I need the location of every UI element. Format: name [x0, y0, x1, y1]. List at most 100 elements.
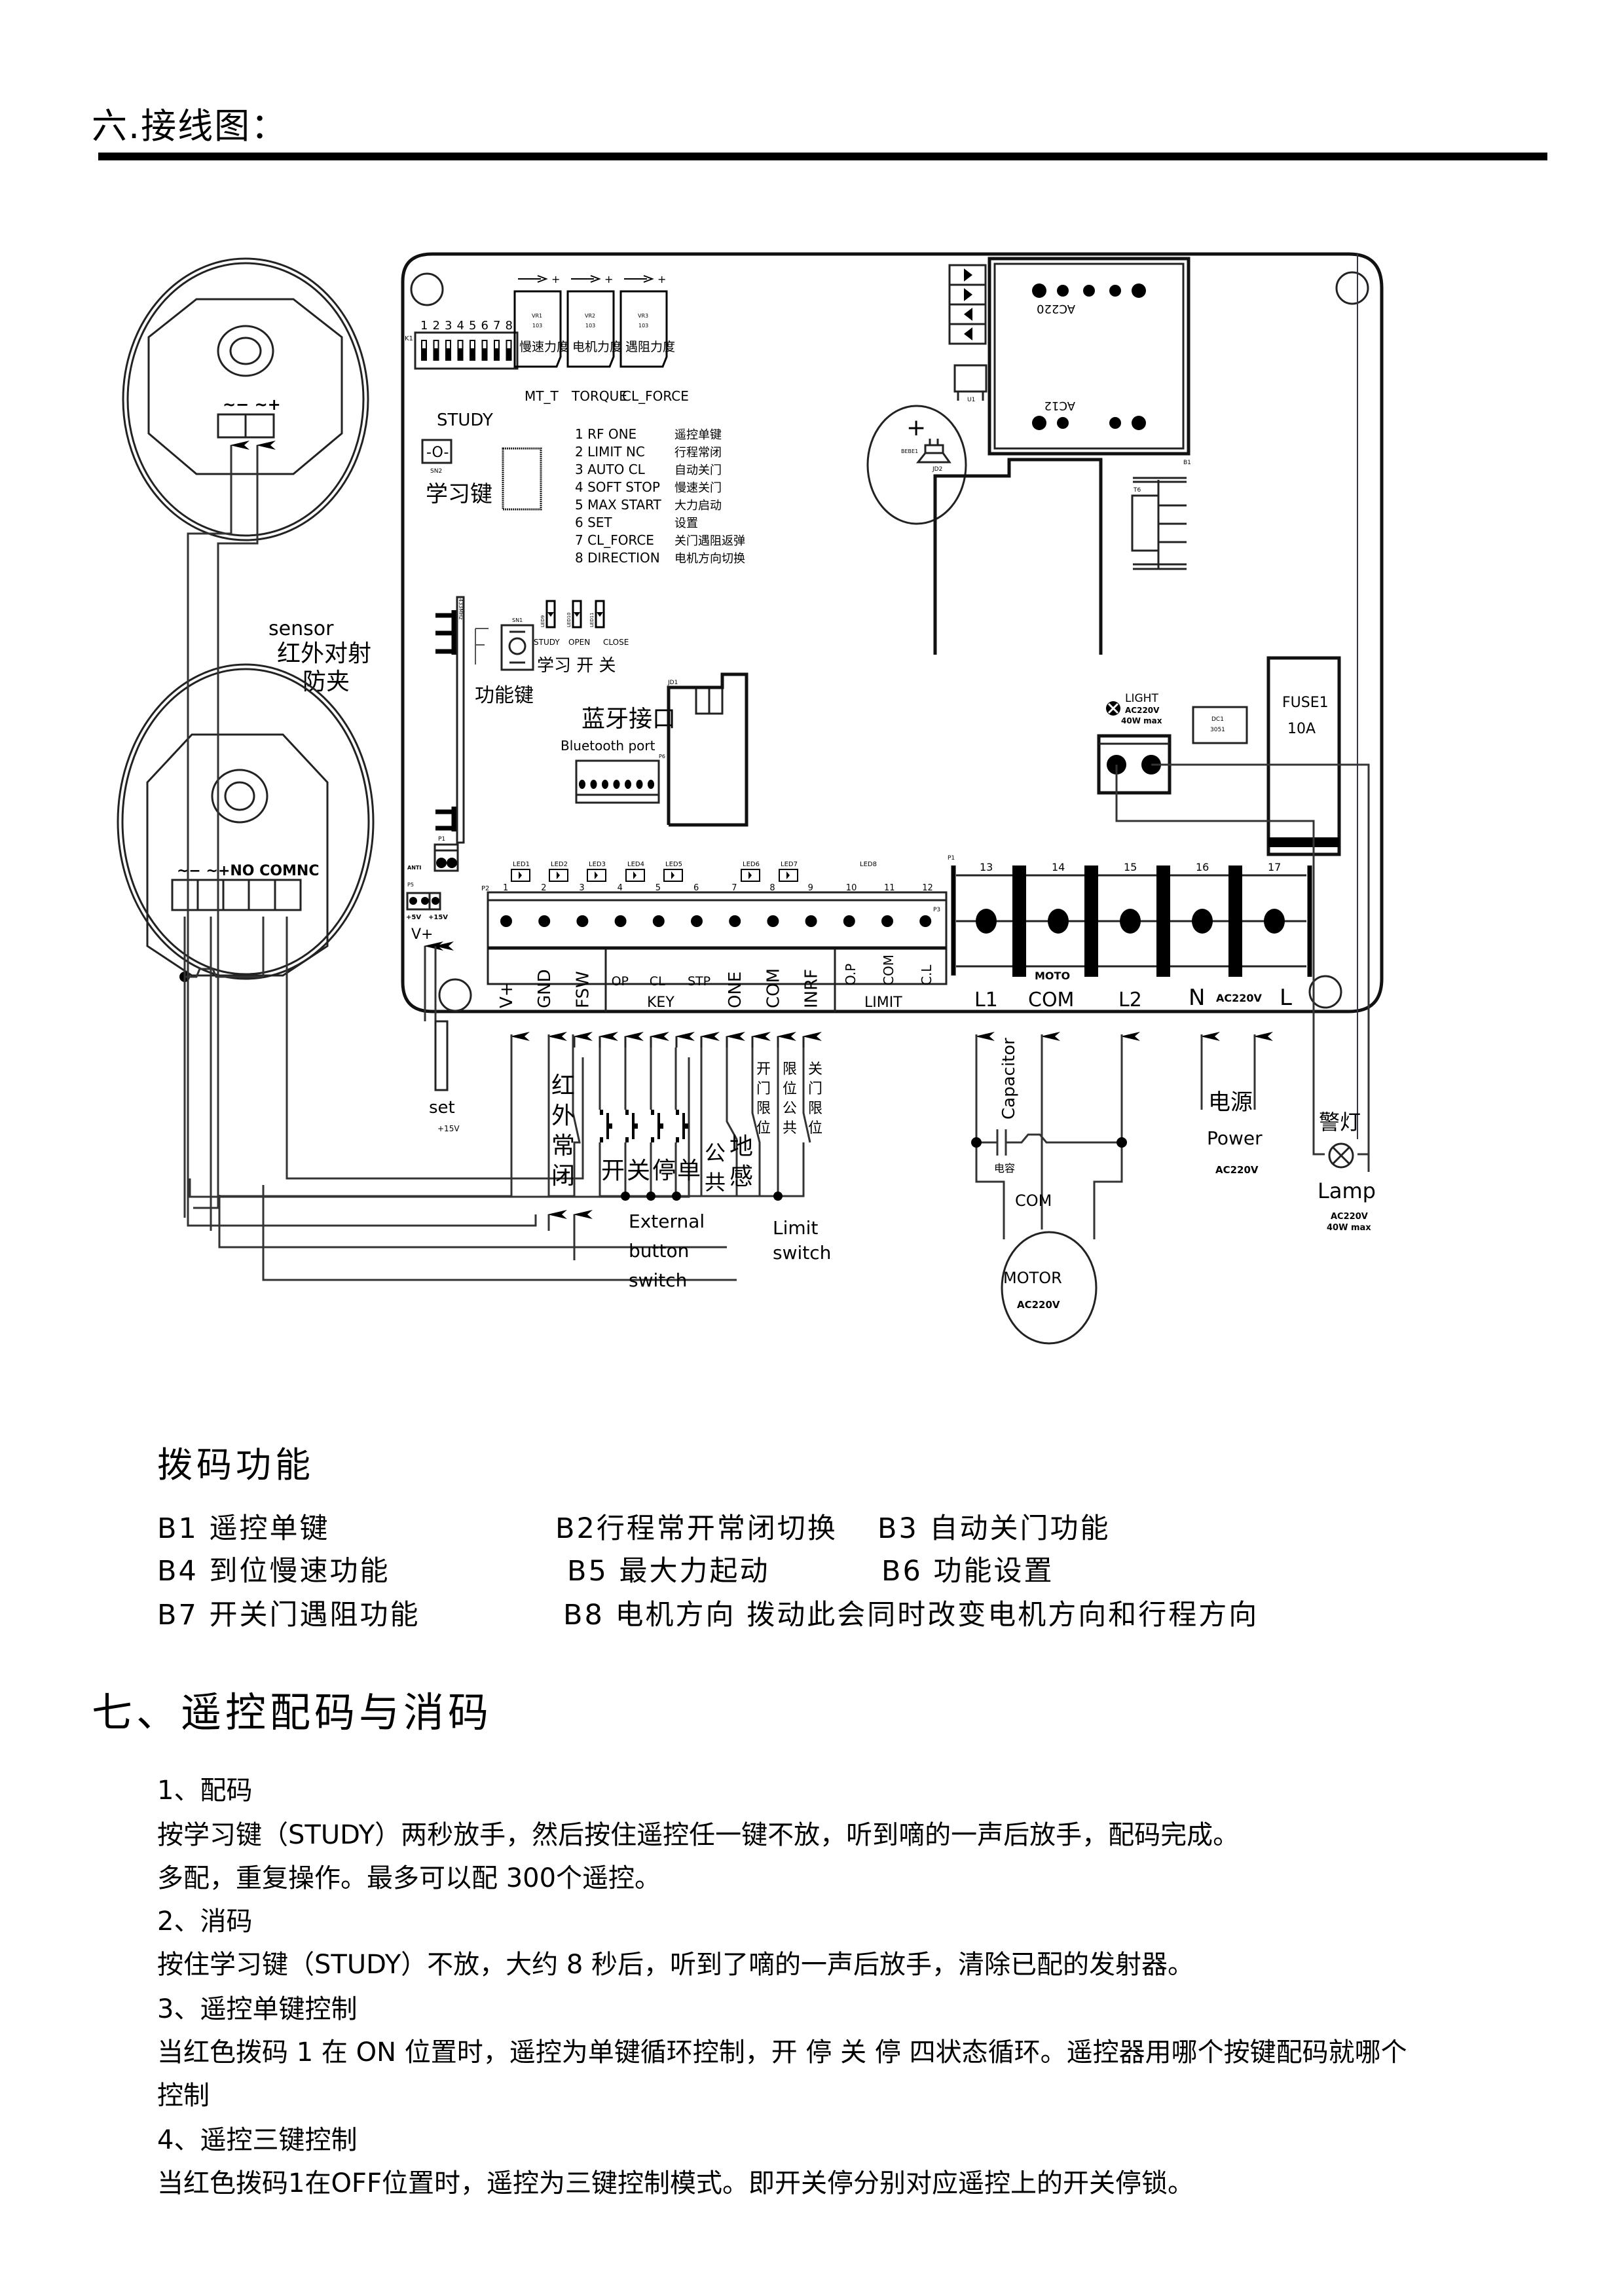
- dip-switch-3[interactable]: [445, 340, 451, 361]
- section-7-title: 七、遥控配码与消码: [92, 1688, 493, 1736]
- terminal-number: 8: [769, 883, 775, 893]
- power-terminal-number: 13: [980, 861, 993, 873]
- dip-b7: B7 开关门遇阻功能: [157, 1599, 420, 1631]
- bluetooth-pin: [590, 780, 597, 789]
- dip-switch-6[interactable]: [481, 340, 488, 361]
- jd1-ref: JD1: [667, 680, 678, 686]
- terminal-pin-1: [500, 915, 512, 927]
- p5-5v: +5V: [406, 914, 421, 921]
- lamp-en: Lamp: [1318, 1178, 1376, 1203]
- dip-switch-4[interactable]: [457, 340, 464, 361]
- terminal-pin-8: [767, 915, 779, 927]
- terminal-label: COM: [764, 968, 783, 1008]
- light-connector: LIGHT AC220V 40W max: [1097, 692, 1172, 795]
- led-2: [549, 869, 568, 882]
- external-button-2: 关: [624, 1048, 650, 1196]
- dip-switch-1[interactable]: [421, 340, 427, 361]
- dc1-chip: DC1 3051: [1192, 706, 1248, 744]
- power-l2-label: L2: [1118, 989, 1142, 1011]
- dip-b8: B8 电机方向 拨动此会同时改变电机方向和行程方向: [563, 1599, 1259, 1631]
- limit-label-char: 门: [808, 1081, 822, 1097]
- function-key[interactable]: SN1 功能键: [475, 617, 534, 707]
- item-1-line-1: 按学习键（STUDY）两秒放手，然后按住遥控任一键不放，听到嘀的一声后放手，配码…: [157, 1820, 1240, 1850]
- ir-nc-char: 闭: [551, 1163, 575, 1190]
- external-button-3: 停: [650, 1048, 676, 1196]
- sensor-top-pins: ~− ~+: [223, 395, 281, 414]
- dip-b5: B5 最大力起动: [567, 1555, 770, 1588]
- power-input: 电源 Power AC220V: [1200, 1034, 1263, 1176]
- item-1-heading: 1、配码: [157, 1776, 253, 1806]
- dip-switch-7[interactable]: [494, 340, 500, 361]
- set-volt: +15V: [437, 1124, 460, 1133]
- ground-label-char: 感: [729, 1163, 753, 1190]
- pot-plus: +: [604, 273, 613, 285]
- terminal-number: 2: [541, 883, 546, 893]
- motor-wiring: Capacitor 电容 COM MOTOR AC220V: [971, 1034, 1127, 1345]
- pot-label: CL_FORCE: [622, 388, 689, 404]
- dip-number: 3: [445, 319, 452, 333]
- pot-cn: 遇阻力度: [625, 340, 675, 354]
- light-volt: AC220V: [1125, 706, 1160, 715]
- dip-legend-en: 2 LIMIT NC: [575, 444, 645, 460]
- external-arrows: [510, 1032, 1273, 1048]
- buzzer: + BEBE1: [866, 405, 967, 525]
- terminal-label: V+: [497, 982, 517, 1008]
- dip-switch-8[interactable]: [506, 340, 512, 361]
- item-4-heading: 4、遥控三键控制: [157, 2125, 358, 2155]
- dip-switch-2[interactable]: [433, 340, 439, 361]
- key-group-label: KEY: [647, 994, 674, 1011]
- ir-nc-char: 常: [551, 1133, 575, 1159]
- limit-label-char: 位: [756, 1120, 771, 1137]
- led-ref: LED3: [589, 861, 606, 868]
- bluetooth-pin: [602, 780, 608, 789]
- v-plus-label: V+: [411, 926, 433, 943]
- connector-t6: T6: [1131, 477, 1187, 570]
- dip-b4: B4 到位慢速功能: [157, 1555, 390, 1588]
- bluetooth-ref: P6: [659, 754, 665, 759]
- power-moto-label: MOTO: [1035, 970, 1070, 982]
- external-button-label: 停: [652, 1157, 676, 1184]
- bluetooth-pin: [625, 780, 631, 789]
- dip-switch-5[interactable]: [470, 340, 475, 361]
- led-6: [741, 869, 760, 882]
- dip-number: 4: [457, 319, 464, 333]
- warning-lamp: 警灯 Lamp AC220V 40W max: [1312, 1061, 1376, 1233]
- dip-legend-en: 4 SOFT STOP: [575, 479, 660, 495]
- title-rule: [98, 153, 1547, 160]
- bluetooth-cn: 蓝牙接口: [581, 706, 676, 733]
- led-4: [625, 869, 645, 882]
- set-input: set +15V: [218, 1020, 513, 1197]
- p5-ref: P5: [407, 882, 414, 888]
- section-6-title: 六.接线图：: [92, 105, 288, 147]
- power-ac-label: AC220V: [1216, 992, 1263, 1004]
- led-ref: LED4: [627, 861, 644, 868]
- study-key-label: STUDY: [437, 410, 493, 430]
- transformer-ref: B1: [1183, 460, 1191, 466]
- led-1: [511, 869, 530, 882]
- fuse[interactable]: FUSE1 10A: [1266, 656, 1341, 856]
- dip-legend-en: 1 RF ONE: [575, 426, 637, 442]
- terminal-number: 6: [693, 883, 699, 893]
- sensor-receiver: ~− ~+NO COMNC: [117, 663, 375, 982]
- dip-number: 6: [481, 319, 489, 333]
- pot-plus: +: [657, 273, 666, 285]
- ground-label-char: 地: [729, 1133, 753, 1160]
- power-pin-13: [976, 909, 997, 934]
- motor-com-label: COM: [1015, 1192, 1052, 1210]
- pot-value: 103: [638, 323, 648, 329]
- led-ref: LED7: [781, 861, 798, 868]
- lamp-cn: 警灯: [1319, 1110, 1361, 1135]
- study-key[interactable]: STUDY -O- SN2 学习键: [421, 410, 493, 507]
- limit-caption-line: switch: [773, 1242, 831, 1264]
- common-label-char: 共: [705, 1170, 726, 1195]
- terminal-label: O.P: [843, 964, 858, 985]
- pot-label: TORQUE: [571, 388, 627, 404]
